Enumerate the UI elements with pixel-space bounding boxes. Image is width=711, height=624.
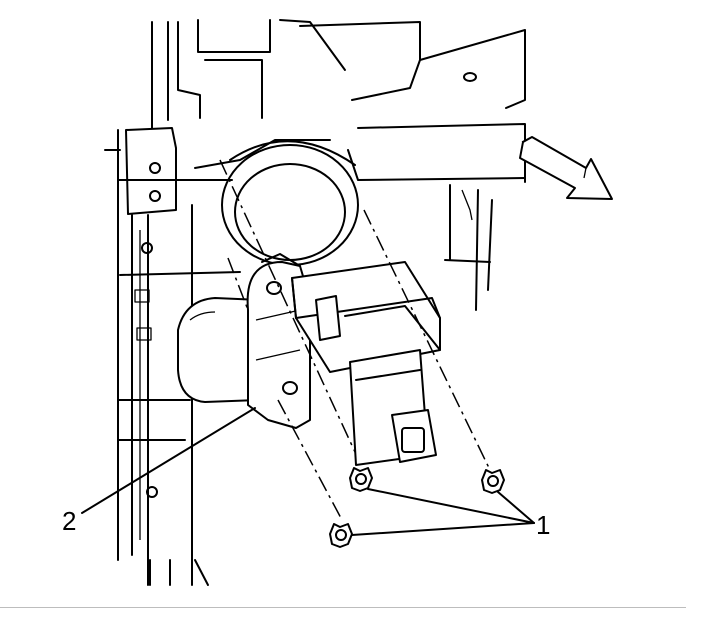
fasteners — [219, 159, 505, 548]
leader-lines — [81, 407, 535, 536]
dash-structure — [104, 19, 526, 586]
nut-icon — [329, 523, 353, 548]
module-connector — [401, 427, 425, 453]
bottom-rule — [0, 607, 686, 608]
module-callout: 2 — [62, 506, 76, 536]
nut-icon — [349, 467, 373, 492]
forward-arrow-icon — [519, 136, 613, 200]
nut-icon — [481, 469, 505, 494]
fastener-callout: 1 — [536, 510, 550, 540]
